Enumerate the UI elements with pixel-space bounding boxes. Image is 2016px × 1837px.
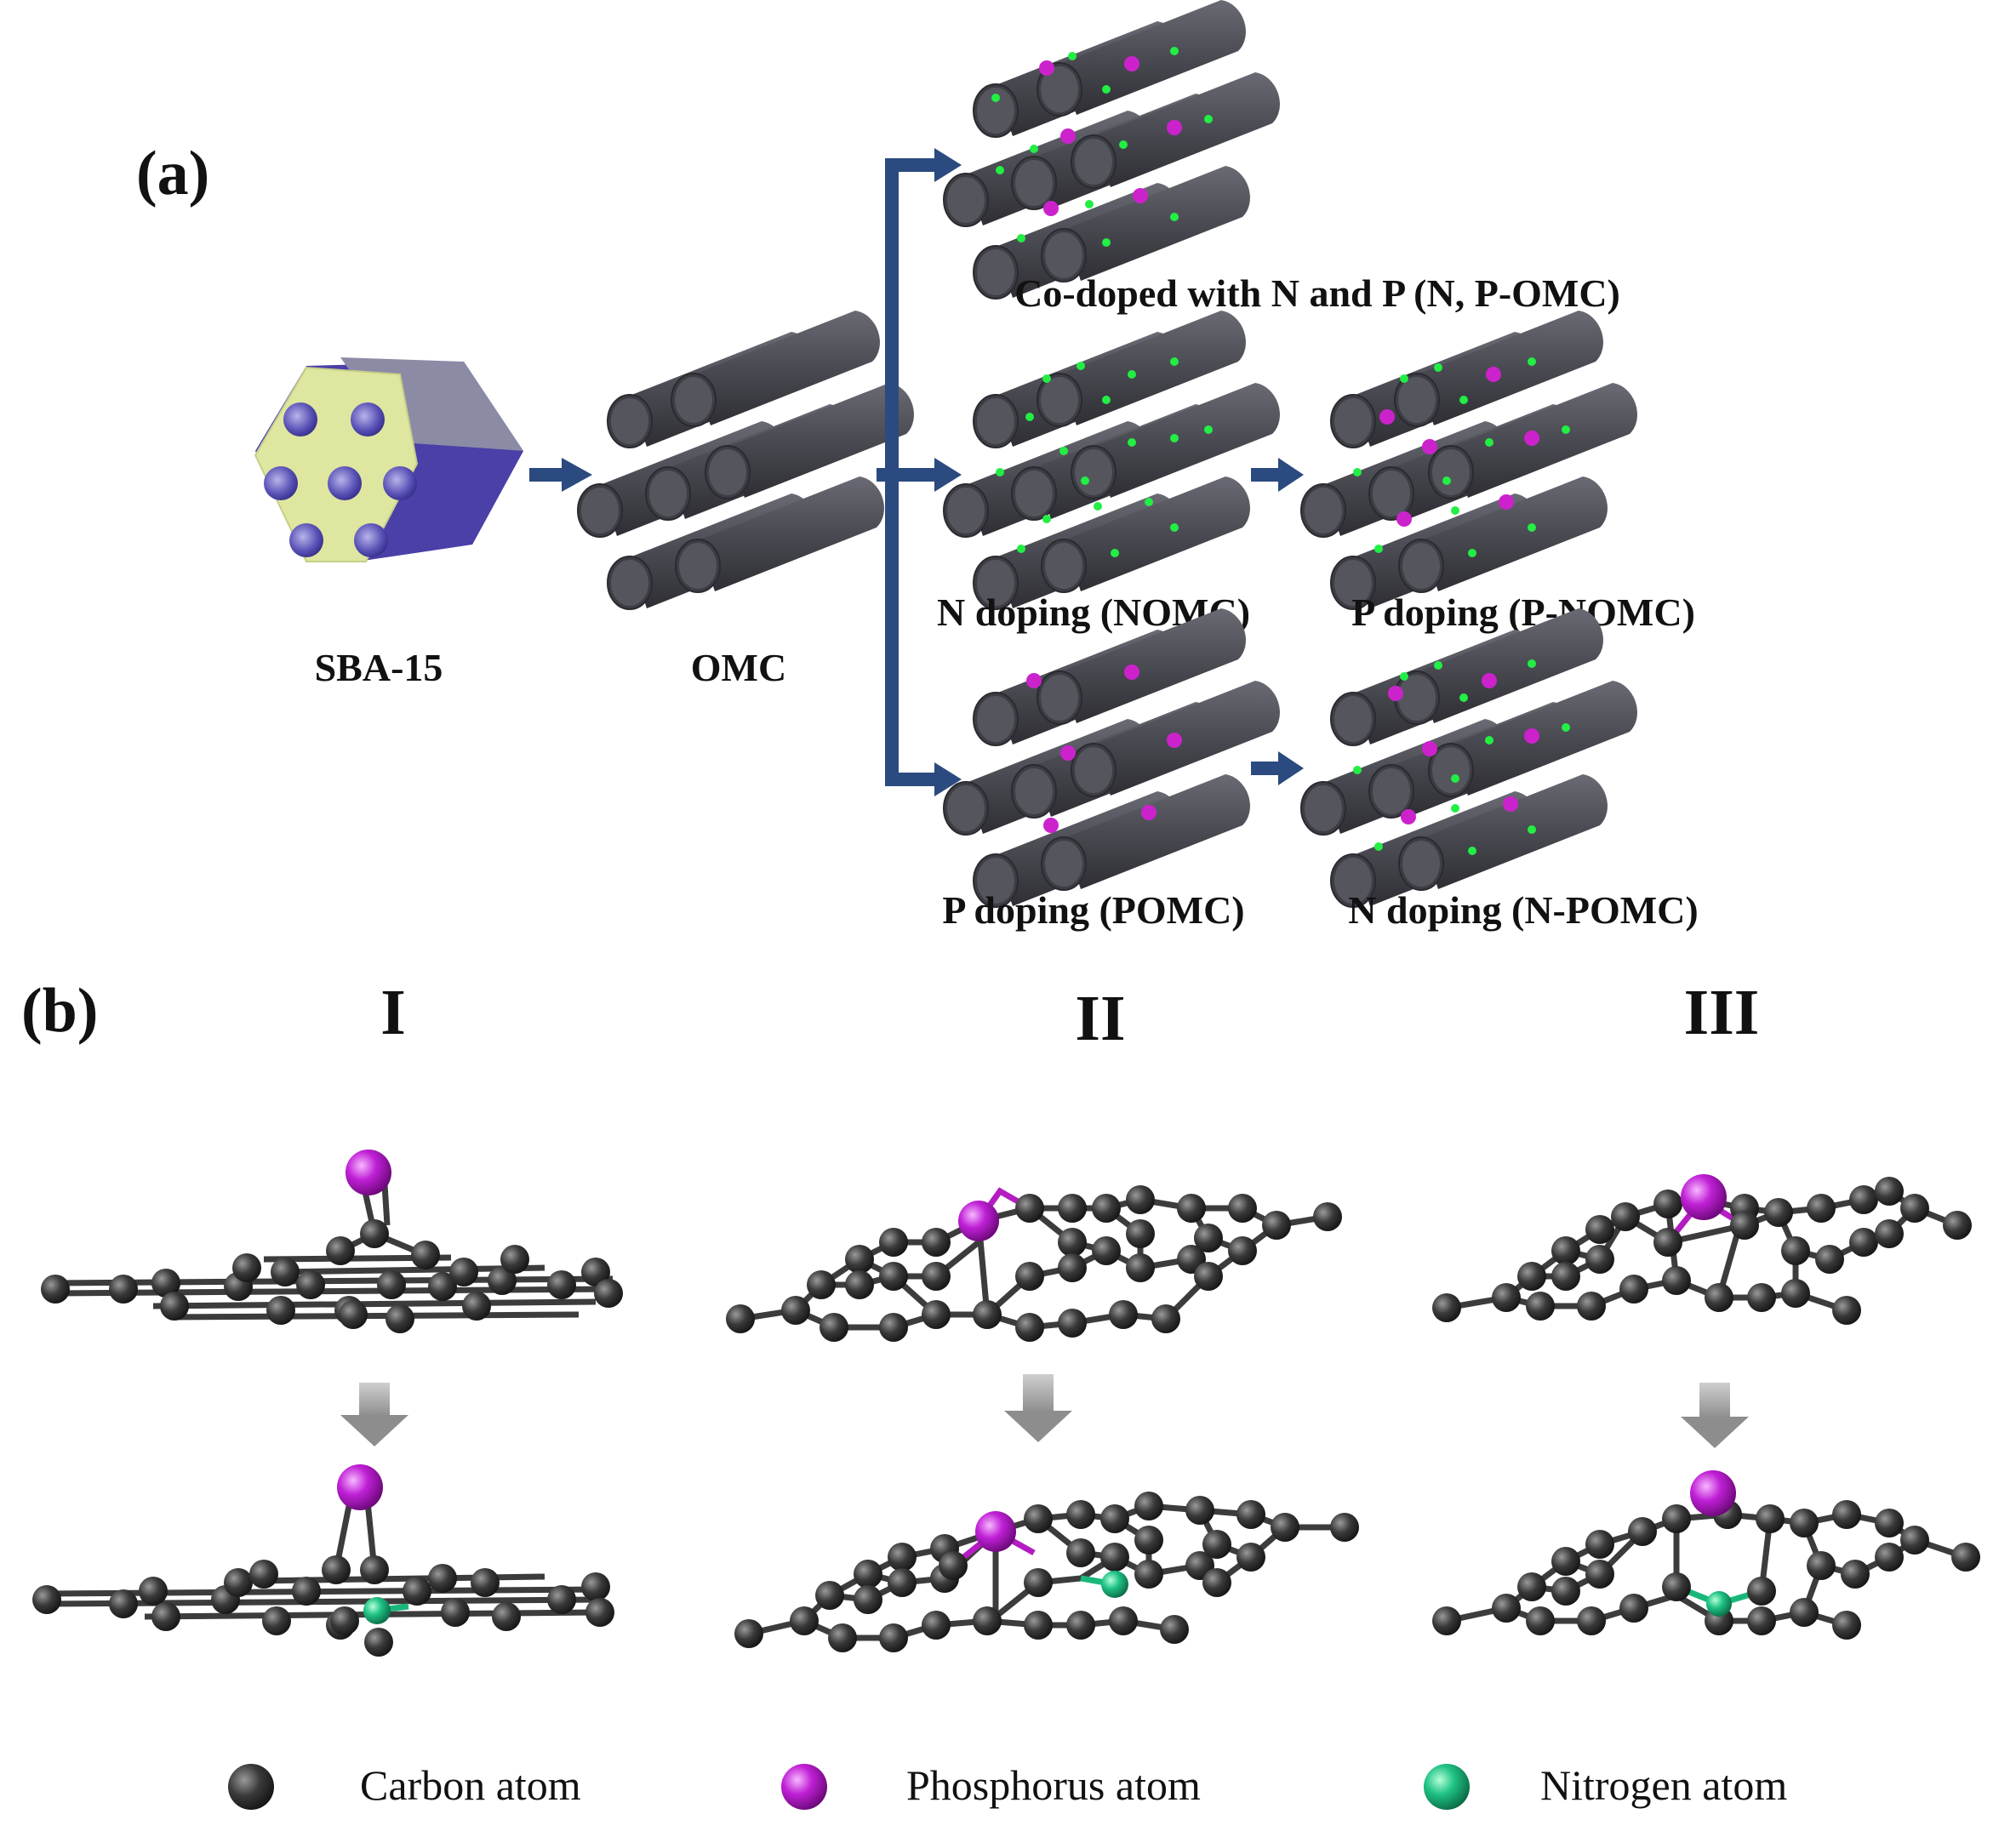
nomc-cluster (944, 311, 1280, 609)
npomc-cluster (1301, 608, 1637, 907)
model-i-before (41, 1150, 623, 1333)
omc-label: OMC (691, 646, 786, 689)
down-arrow-ii (1004, 1374, 1072, 1442)
model-iii-before (1432, 1174, 1972, 1325)
legend-carbon-label: Carbon atom (360, 1761, 581, 1809)
omc-cluster (578, 311, 914, 609)
model-label-iii: III (1684, 977, 1760, 1048)
pomc-cluster (944, 608, 1280, 907)
down-arrow-iii (1681, 1383, 1749, 1448)
model-label-ii: II (1075, 983, 1125, 1054)
carbon-atom-icon (228, 1764, 274, 1810)
model-ii-before (726, 1185, 1342, 1342)
legend-phosphorus-label: Phosphorus atom (906, 1761, 1201, 1809)
pnomc-cluster (1301, 311, 1637, 609)
sba15-prism (254, 357, 523, 562)
model-label-i: I (380, 977, 406, 1048)
legend-nitrogen-label: Nitrogen atom (1540, 1761, 1787, 1809)
pnomc-label: P doping (P-NOMC) (1351, 590, 1695, 634)
branch-arrows (877, 148, 1304, 796)
model-i-after (32, 1464, 614, 1657)
model-iii-after (1432, 1470, 1980, 1640)
legend: Carbon atom Phosphorus atom Nitrogen ato… (228, 1761, 1787, 1810)
panel-b-label: (b) (21, 976, 98, 1046)
phosphorus-atom-icon (781, 1764, 827, 1810)
co-doped-cluster (944, 0, 1280, 299)
npomc-label: N doping (N-POMC) (1348, 888, 1698, 932)
panel-a-label: (a) (136, 139, 209, 208)
nitrogen-atom-icon (1424, 1764, 1470, 1810)
model-ii-after (734, 1492, 1359, 1652)
pomc-label: P doping (POMC) (942, 888, 1244, 932)
down-arrow-i (340, 1383, 408, 1446)
co-doped-label: Co-doped with N and P (N, P-OMC) (1014, 271, 1620, 315)
arrow-sba-to-omc (529, 458, 592, 492)
sba15-label: SBA-15 (315, 646, 443, 689)
